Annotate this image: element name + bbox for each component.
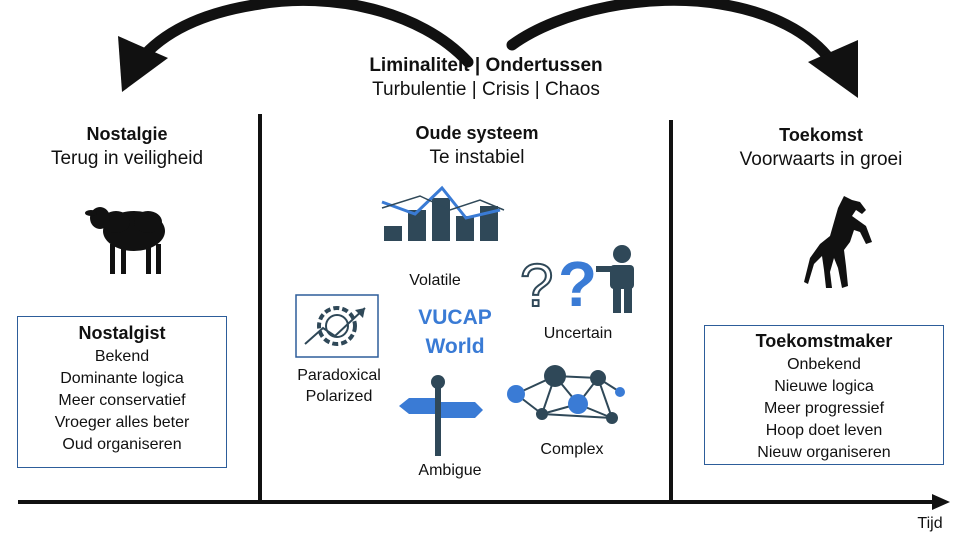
- time-axis-label: Tijd: [917, 515, 943, 532]
- liminality-title: Liminaliteit | Ondertussen: [369, 55, 603, 76]
- left-subheading: Terug in veiligheid: [50, 148, 204, 169]
- nostalgist-item: Bekend: [94, 348, 150, 365]
- paradoxical-gear-icon: [295, 294, 379, 358]
- toekomstmaker-item: Onbekend: [787, 356, 861, 373]
- uncertain-question-icon: ? ?: [519, 245, 634, 320]
- paradoxical-label: Paradoxical: [297, 367, 381, 384]
- nostalgist-title: Nostalgist: [78, 323, 166, 343]
- right-heading: Toekomst: [779, 125, 863, 145]
- toekomstmaker-item: Hoop doet leven: [765, 422, 883, 439]
- curved-arrow-right-icon: [506, 0, 858, 98]
- nostalgist-item: Oud organiseren: [62, 436, 182, 453]
- divider-left: [258, 114, 262, 502]
- polarized-label: Polarized: [305, 388, 373, 405]
- toekomstmaker-item: Nieuwe logica: [774, 378, 874, 395]
- nostalgist-item: Vroeger alles beter: [54, 414, 190, 431]
- time-axis-arrow-icon: [18, 494, 950, 510]
- ambigue-signpost-icon: [399, 375, 483, 456]
- center-heading: Oude systeem: [415, 123, 539, 143]
- uncertain-label: Uncertain: [543, 325, 613, 342]
- right-subheading: Voorwaarts in groei: [739, 149, 903, 170]
- nostalgist-item: Meer conservatief: [58, 392, 186, 409]
- complex-network-icon: [507, 365, 625, 424]
- complex-label: Complex: [540, 441, 604, 458]
- sheep-icon: [85, 207, 165, 274]
- svg-text:?: ?: [520, 252, 553, 319]
- volatile-chart-icon: [381, 185, 505, 241]
- nostalgist-box: Nostalgist Bekend Dominante logica Meer …: [17, 316, 227, 468]
- divider-right: [669, 120, 673, 502]
- toekomstmaker-item: Nieuw organiseren: [757, 444, 891, 461]
- volatile-label: Volatile: [409, 272, 461, 289]
- liminality-subtitle: Turbulentie | Crisis | Chaos: [372, 79, 600, 100]
- toekomstmaker-title: Toekomstmaker: [755, 331, 893, 351]
- horse-icon: [804, 196, 872, 288]
- toekomstmaker-item: Meer progressief: [763, 400, 885, 417]
- center-subheading: Te instabiel: [429, 147, 525, 168]
- vucap-title: VUCAP: [418, 306, 492, 329]
- ambigue-label: Ambigue: [418, 462, 482, 479]
- svg-text:?: ?: [558, 248, 597, 320]
- toekomstmaker-box: Toekomstmaker Onbekend Nieuwe logica Mee…: [704, 325, 944, 465]
- nostalgist-item: Dominante logica: [60, 370, 184, 387]
- curved-arrow-left-icon: [118, 0, 474, 92]
- left-heading: Nostalgie: [86, 124, 168, 144]
- vucap-subtitle: World: [425, 335, 485, 358]
